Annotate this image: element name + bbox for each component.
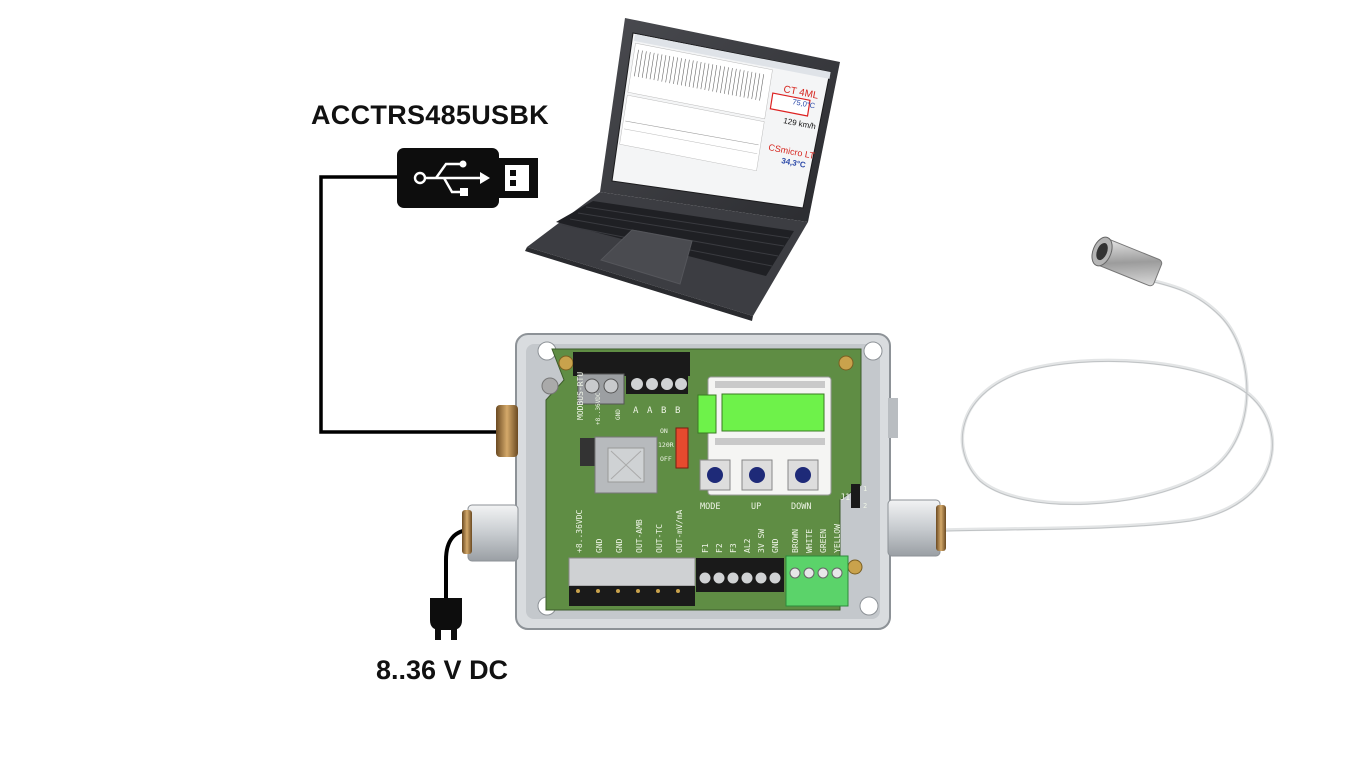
jumper-j1 [851,484,860,508]
io-terminal-label-5: GND [771,538,780,553]
usb-cable [319,175,500,434]
sensor-cable [945,278,1274,532]
down-button[interactable] [787,459,819,491]
modbus-terminal-header [573,352,690,376]
down-button-label: DOWN [791,502,811,512]
sensor-terminal-block [785,555,849,607]
usb-adapter-icon [397,148,538,208]
power-terminal-label-2: GND [615,538,624,553]
power-terminal-label-3: OUT-AMB [635,519,644,553]
modbus-pin-a2: A [647,406,653,416]
modbus-label: MODBUS-RTU [576,372,585,420]
sensor-terminal-label-1: WHITE [805,529,814,553]
power-terminal-label-1: GND [595,538,604,553]
sensor-terminal-label-2: GREEN [819,529,828,553]
io-terminal-label-1: F2 [715,543,724,553]
switch-120r: 120R [658,441,674,449]
io-terminal-label-3: AL2 [743,538,752,553]
enclosure: MODBUS-RTU +8..36VDC GND A A B B ON 120R… [462,333,946,630]
io-terminal-label-4: 3V SW [757,529,766,553]
modbus-pin-b1: B [661,406,666,416]
usb-adapter-label: ACCTRS485USBK [311,100,549,130]
laptop-touchpad [600,229,693,285]
power-terminal-block [568,557,696,587]
lcd-display [721,393,825,432]
power-terminal-label-0: +8..36VDC [575,509,584,553]
io-terminal-block [696,558,784,592]
up-button[interactable] [741,459,773,491]
switch-off: OFF [660,455,672,463]
jumper-pin-1: 1 [863,485,867,493]
sensor-head [1091,236,1163,287]
sensor-terminal-labels: BROWN WHITE GREEN YELLOW [791,524,842,553]
mode-button-label: MODE [700,502,720,512]
mode-button[interactable] [699,459,731,491]
io-terminal-label-0: F1 [701,543,710,553]
usb-symbol-icon [413,160,490,196]
cable-gland-sensor [887,499,941,557]
jumper-pin-2: 2 [863,502,867,510]
modbus-pin-gnd: GND [615,409,622,420]
io-terminal-label-2: F3 [729,543,738,553]
power-supply-label: 8..36 V DC [376,655,509,685]
modbus-pin-vin: +8..36VDC [595,392,602,425]
up-button-label: UP [751,502,761,512]
power-terminal-label-4: OUT-TC [655,524,664,553]
sensor1-temp: 75,0°C [792,97,817,110]
laptop: CT 4ML 75,0°C 129 km/h CSmicro LT 34,3°C [525,18,840,321]
jumper-label: J1 [840,493,850,503]
svg-text:B: B [675,406,680,416]
sensor-terminal-label-3: YELLOW [833,524,842,553]
cable-gland-usb [496,405,518,457]
modbus-pin-a1: A [633,406,639,416]
termination-switch [675,427,689,469]
power-plug-icon [430,598,462,640]
sensor-terminal-label-0: BROWN [791,529,800,553]
power-terminal-labels: +8..36VDC GND GND OUT-AMB OUT-TC OUT-mV/mA [575,509,684,553]
switch-on: ON [660,427,668,435]
io-terminal-labels: F1 F2 F3 AL2 3V SW GND [701,529,780,553]
cable-gland-power [467,504,519,562]
power-terminal-label-5: OUT-mV/mA [675,509,684,553]
